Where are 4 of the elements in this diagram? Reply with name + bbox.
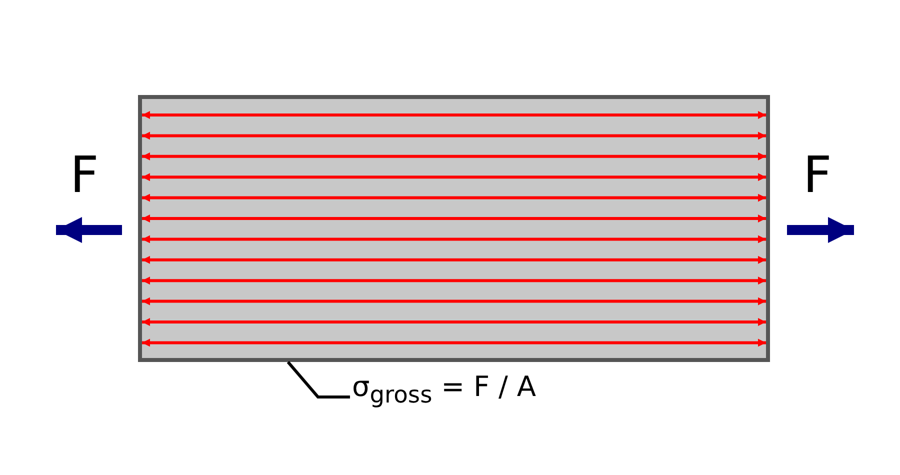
leader-line [286, 361, 350, 398]
force-label: F [803, 150, 832, 200]
force-label: F [70, 150, 99, 200]
stress-formula: σ$_{gross}$ = F / A [352, 370, 536, 409]
